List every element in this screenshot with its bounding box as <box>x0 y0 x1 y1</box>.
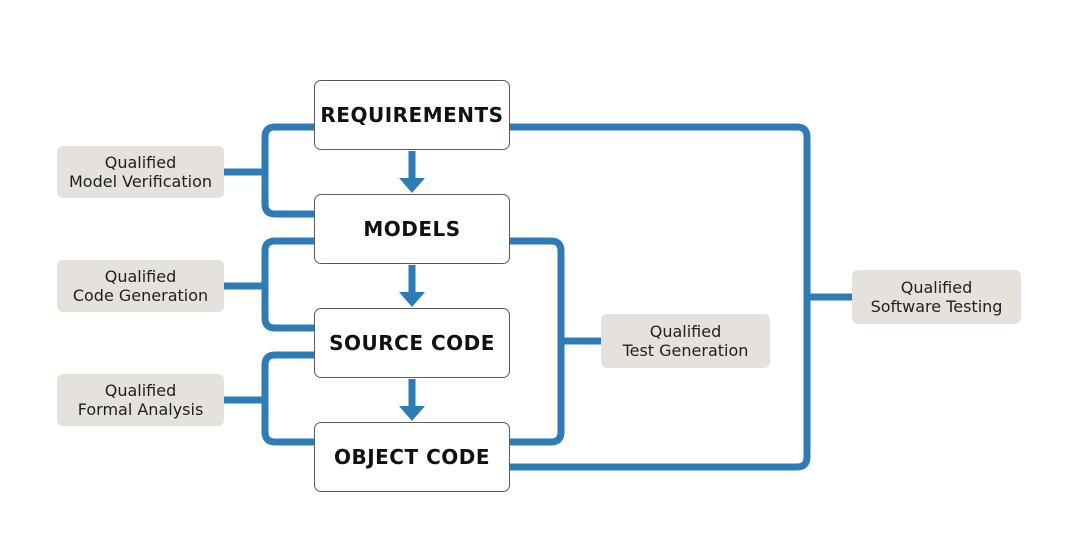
formal-analysis-bracket <box>261 351 318 446</box>
models-label: MODELS <box>363 217 461 241</box>
source-code-box: SOURCE CODE <box>314 308 510 378</box>
model-verification-line1: Qualified <box>104 153 177 172</box>
software-testing-line1: Qualified <box>900 278 973 297</box>
code-generation-line2: Code Generation <box>72 286 209 305</box>
model-verification-line2: Model Verification <box>68 172 213 191</box>
model-verification-tool: Qualified Model Verification <box>57 146 224 198</box>
model-verification-bracket <box>261 123 318 218</box>
requirements-box: REQUIREMENTS <box>314 80 510 150</box>
test-generation-tool: Qualified Test Generation <box>601 314 770 368</box>
models-box: MODELS <box>314 194 510 264</box>
object-code-box: OBJECT CODE <box>314 422 510 492</box>
flow-arrow-head-3 <box>399 406 425 421</box>
source-code-label: SOURCE CODE <box>329 331 495 355</box>
software-testing-bracket <box>510 123 811 471</box>
requirements-label: REQUIREMENTS <box>320 103 504 127</box>
test-generation-line1: Qualified <box>649 322 722 341</box>
code-generation-tool: Qualified Code Generation <box>57 260 224 312</box>
formal-analysis-line2: Formal Analysis <box>77 400 204 419</box>
software-testing-line2: Software Testing <box>870 297 1003 316</box>
flow-arrow-head-1 <box>399 178 425 193</box>
software-testing-tool: Qualified Software Testing <box>852 270 1021 324</box>
flow-arrow-head-2 <box>399 292 425 307</box>
code-generation-bracket <box>261 237 318 332</box>
code-generation-line1: Qualified <box>104 267 177 286</box>
formal-analysis-line1: Qualified <box>104 381 177 400</box>
object-code-label: OBJECT CODE <box>333 445 491 469</box>
test-generation-bracket <box>510 237 565 446</box>
formal-analysis-tool: Qualified Formal Analysis <box>57 374 224 426</box>
test-generation-line2: Test Generation <box>622 341 749 360</box>
